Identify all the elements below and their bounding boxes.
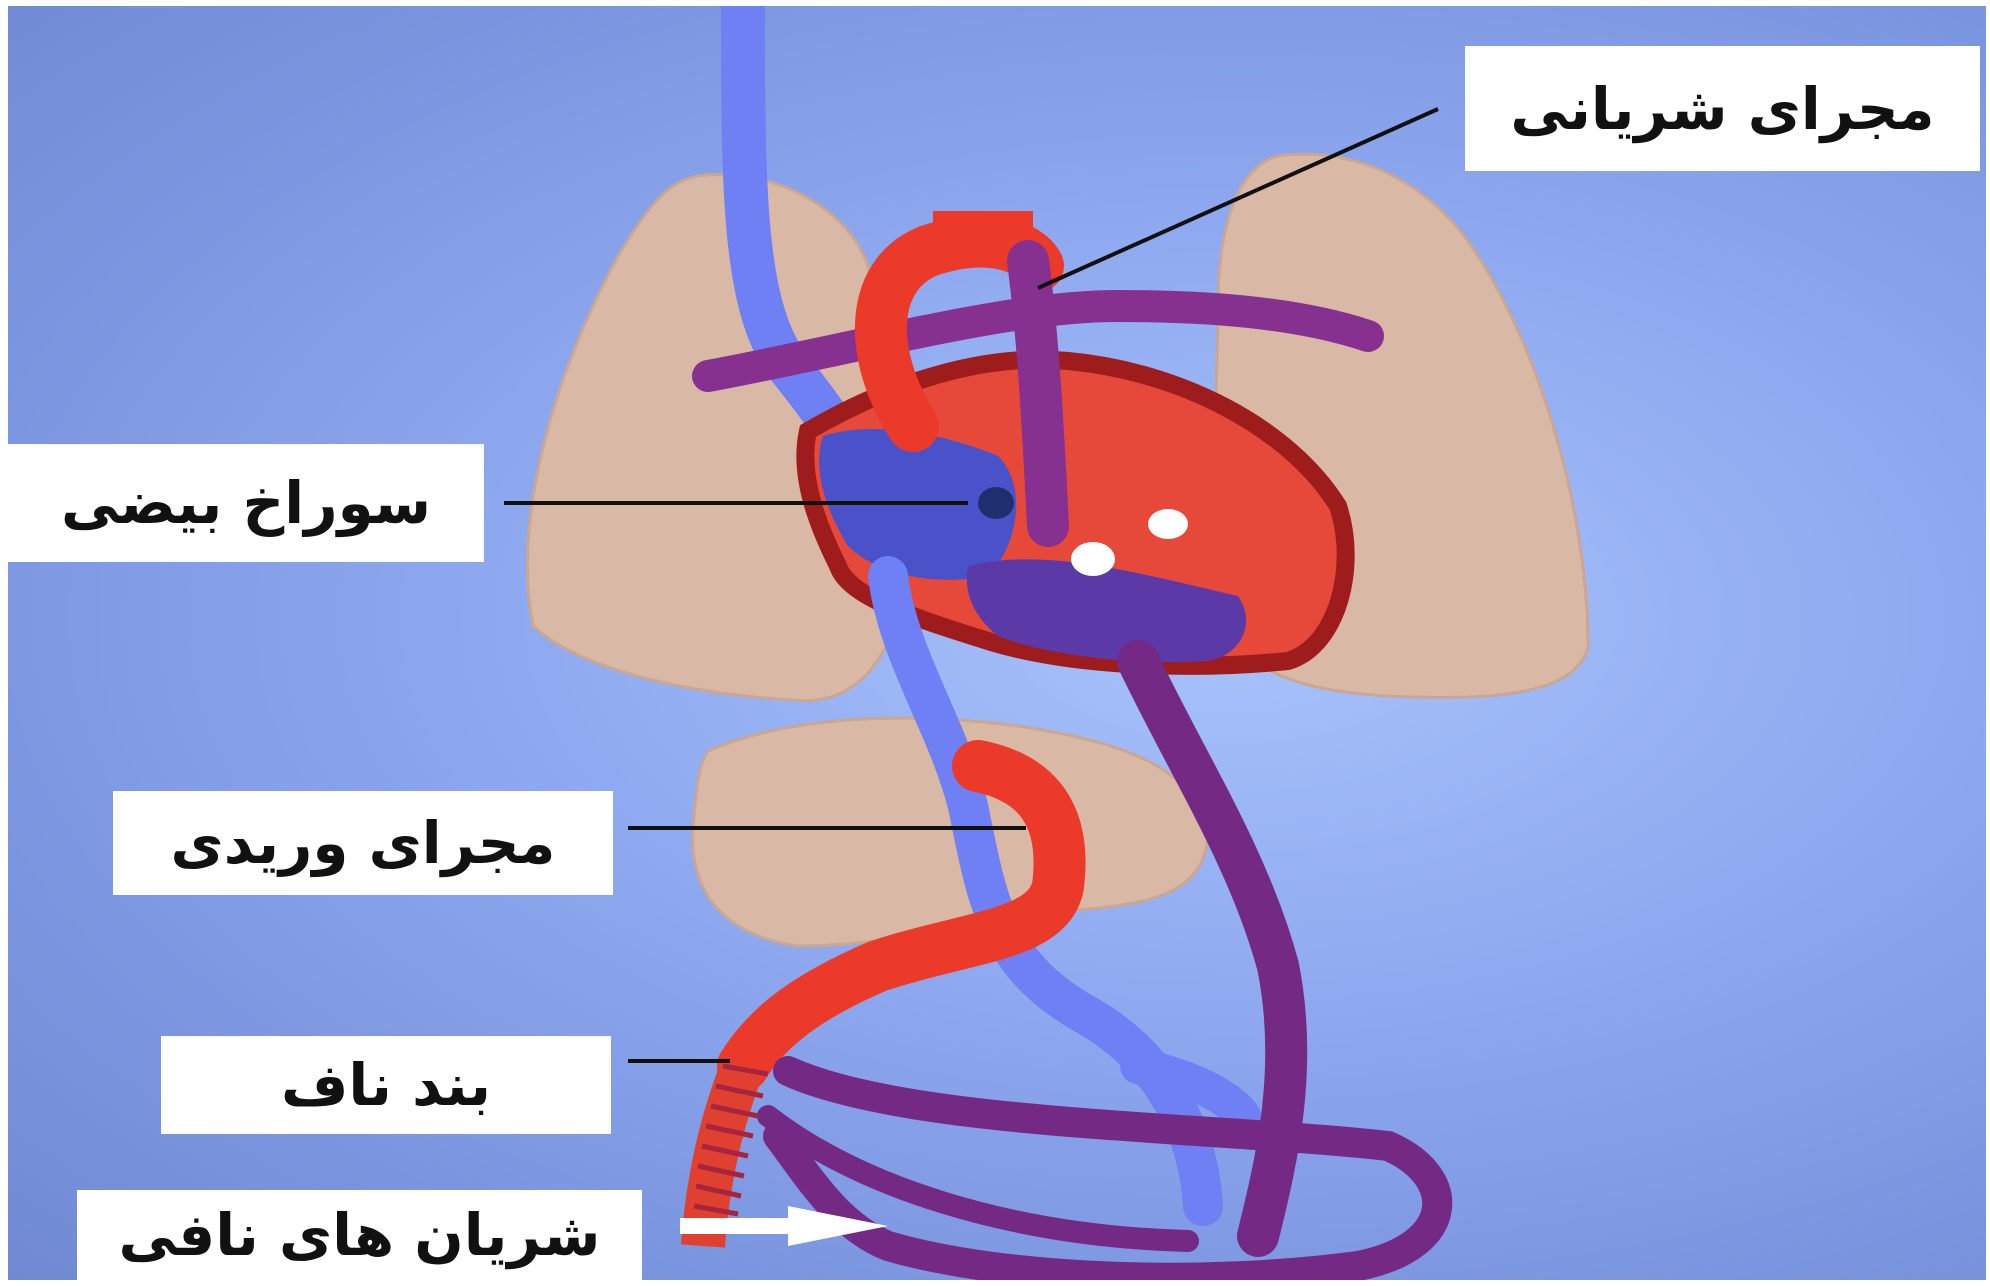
label-ductus-venosus: مجرای وریدی (113, 791, 613, 895)
valve-white-2 (1148, 509, 1188, 539)
fetal-circulation-diagram: مجرای شریانی سوراخ بیضی مجرای وریدی بند … (8, 6, 1986, 1280)
label-foramen-ovale: سوراخ بیضی (8, 444, 484, 562)
foramen-ovale-hole (978, 487, 1014, 519)
label-ductus-arteriosus: مجرای شریانی (1465, 46, 1980, 171)
label-umbilical-arteries: شریان های نافی (77, 1190, 642, 1280)
label-umbilical-cord: بند ناف (161, 1036, 611, 1134)
ductus-arteriosus-vessel (1028, 261, 1048, 526)
valve-white-1 (1071, 542, 1115, 576)
